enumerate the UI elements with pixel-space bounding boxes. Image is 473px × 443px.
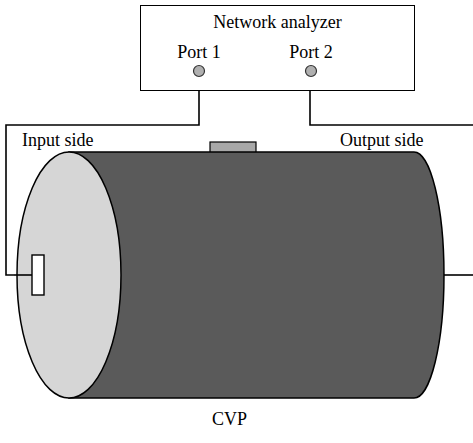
output-lead <box>444 274 473 276</box>
port-connector <box>192 64 206 78</box>
port: Port 1 <box>169 42 229 78</box>
instrument-box: Network analyzerPort 1 Port 2 <box>140 5 415 91</box>
port-name: Port 2 <box>289 42 333 63</box>
side-label: Input side <box>20 130 96 151</box>
cvp-cylinder: CVP <box>14 140 445 430</box>
port-name: Port 1 <box>177 42 221 63</box>
port-connector <box>304 64 318 78</box>
cylinder-illustration <box>14 140 445 405</box>
port: Port 2 <box>281 42 341 78</box>
device-name: CVP <box>14 409 445 430</box>
instrument-name: Network analyzer <box>141 12 414 33</box>
side-label: Output side <box>338 130 426 151</box>
